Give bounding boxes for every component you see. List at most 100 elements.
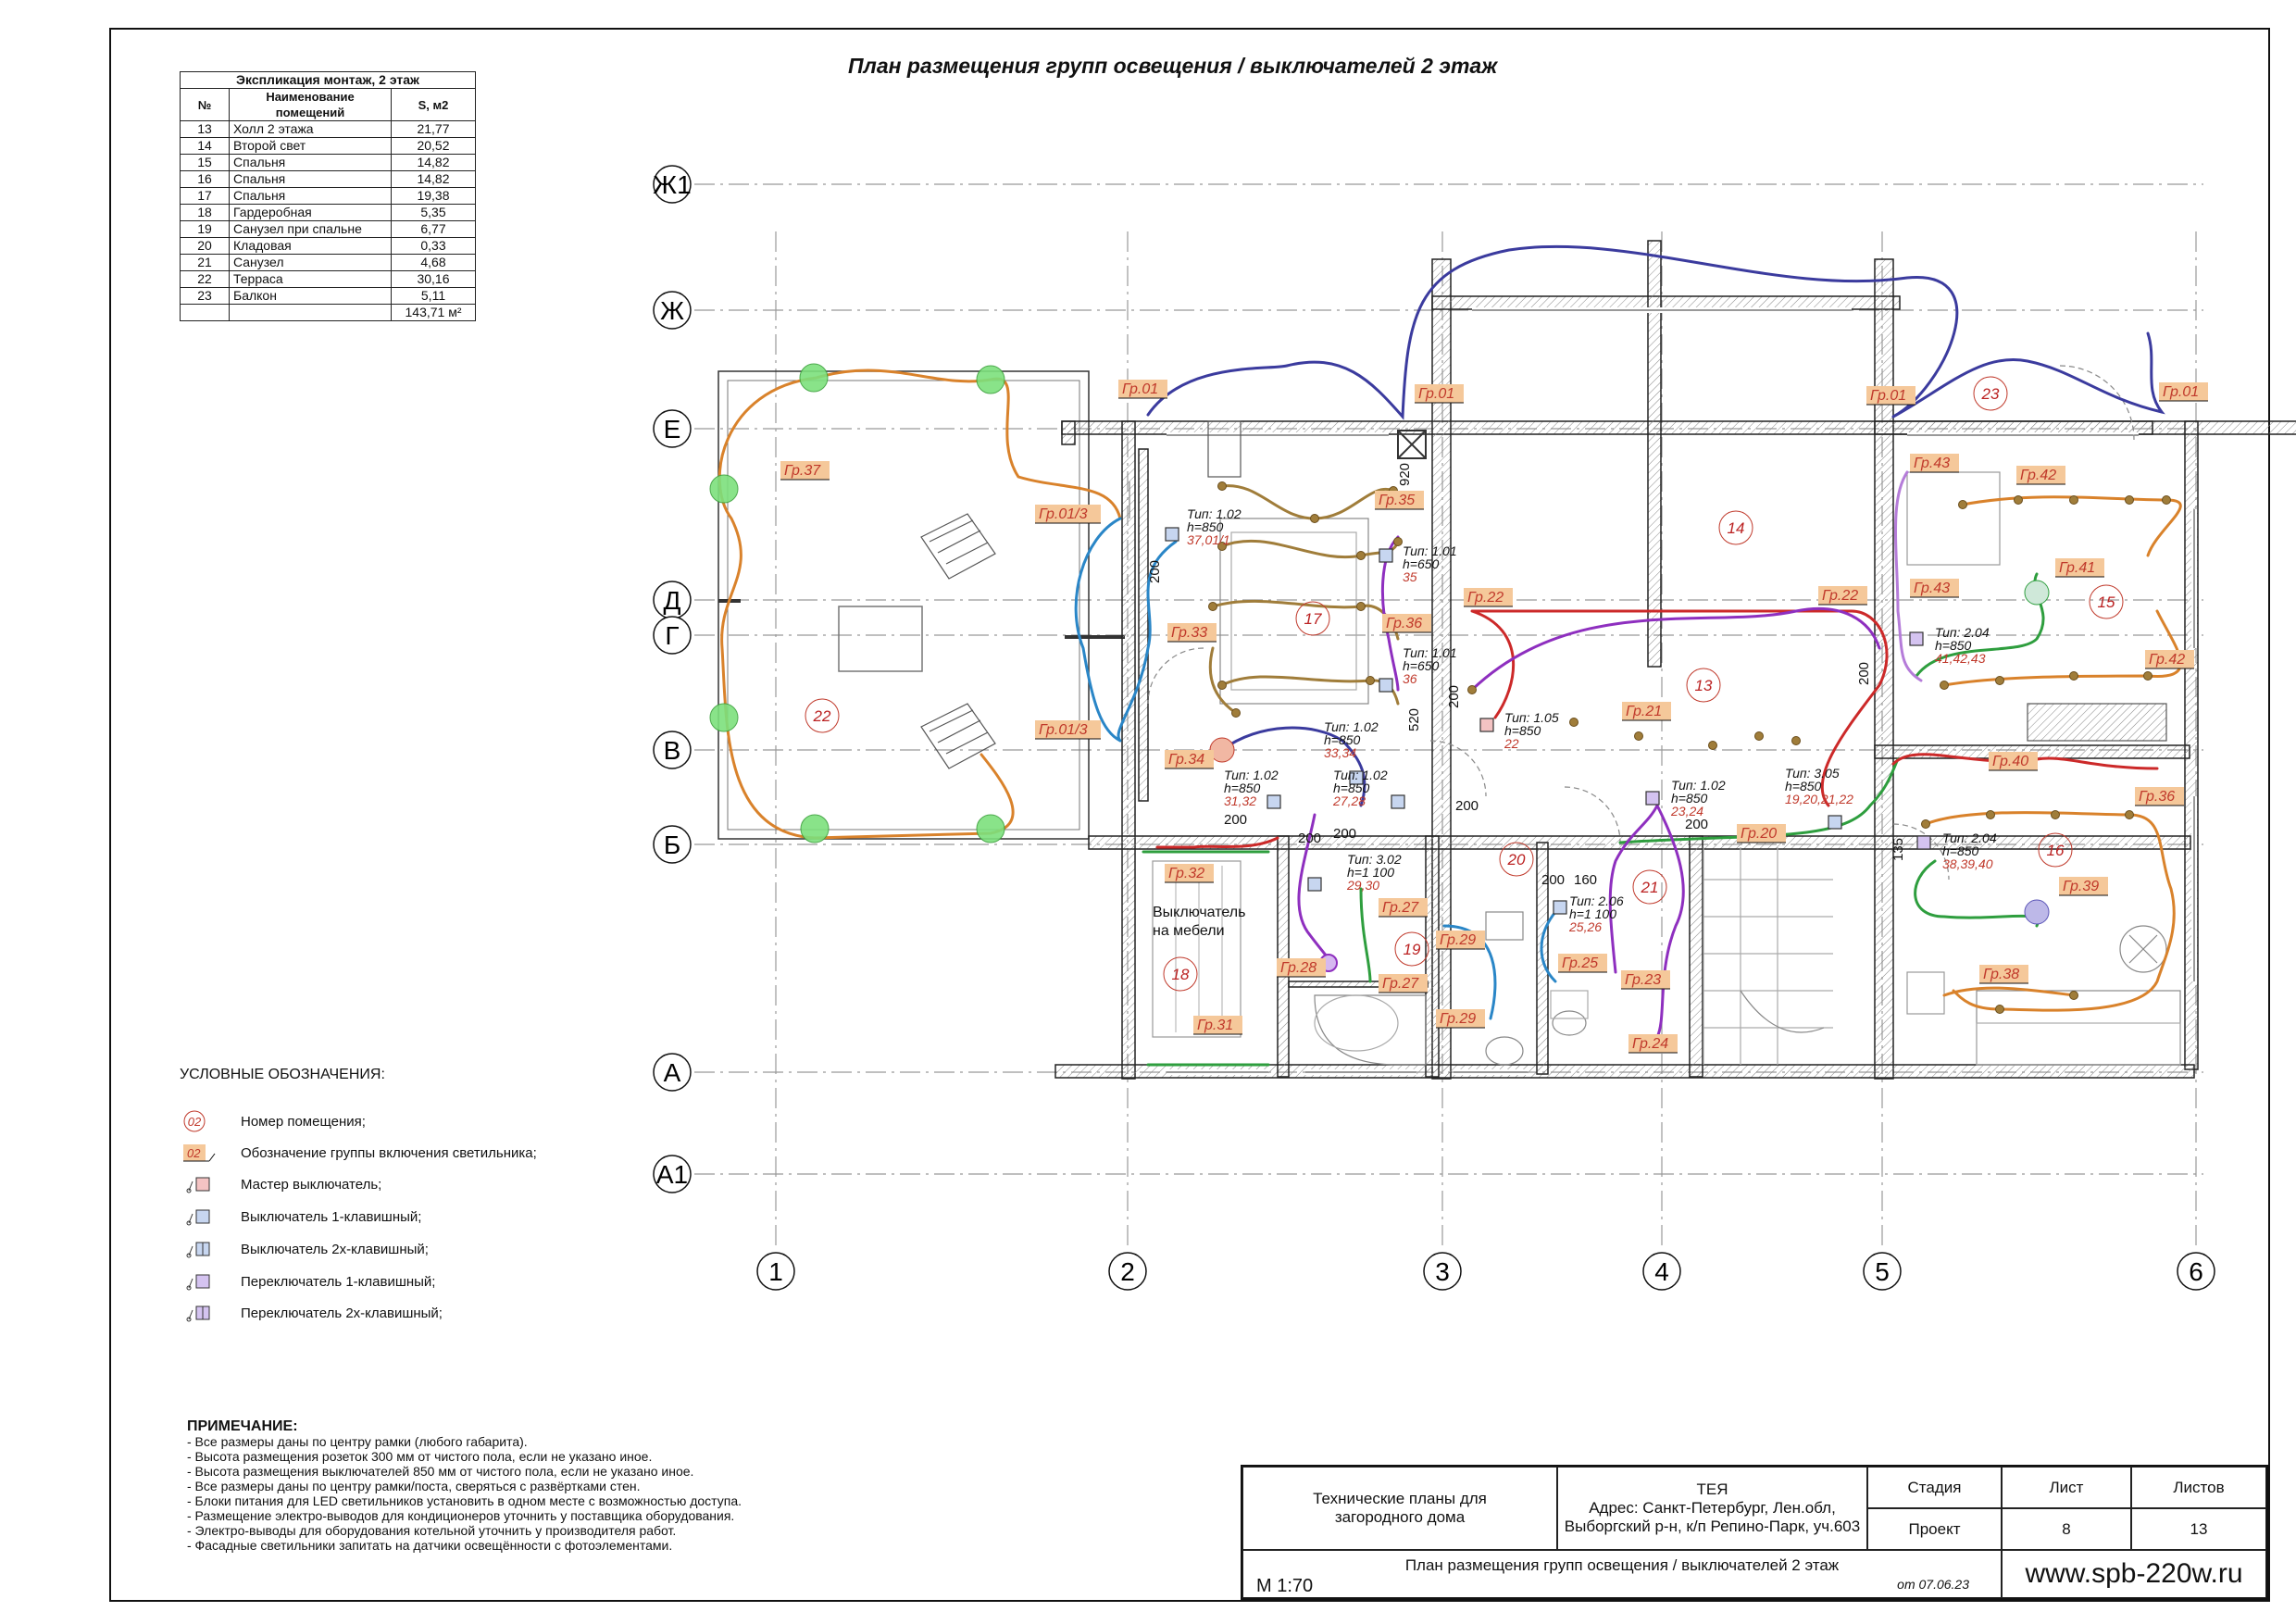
wire-gr38-40 <box>1924 811 2176 1012</box>
facade-light-icon <box>799 363 829 393</box>
lighting-group-label: Гр.28 <box>1280 960 1316 976</box>
light-point-icon <box>1708 741 1717 750</box>
switch-height: h=850 <box>1935 638 1972 653</box>
light-point-icon <box>2162 495 2171 505</box>
grid-label-col: 1 <box>768 1257 783 1286</box>
group-label-bg <box>1910 454 1959 472</box>
wall-segment <box>1061 420 1076 445</box>
switch-type: Тип: 1.02 <box>1671 778 1726 793</box>
explication-cell: Спальня <box>229 154 392 171</box>
tb-sheet-title: План размещения групп освещения / выключ… <box>1404 1556 1840 1574</box>
tb-stage-label: Стадия <box>1867 1467 2002 1508</box>
dimension-label: 200 <box>1685 817 1708 832</box>
tb-sheet-value: 8 <box>2002 1508 2131 1550</box>
lounge-chair-2 <box>920 703 996 769</box>
legend-symbol-icon <box>180 1301 235 1325</box>
wall-segment <box>1874 420 2153 435</box>
wire-gr21 <box>1470 606 1881 692</box>
lighting-group-label: Гр.42 <box>2149 652 2185 668</box>
changeover-1-key-legend: Переключатель 1-клавишный; <box>180 1269 435 1293</box>
grid-bubble-row <box>653 616 692 655</box>
lighting-group-label: Гр.43 <box>1914 581 1950 596</box>
switch-type: Тип: 2.04 <box>1942 831 1997 845</box>
light-point-icon <box>2051 810 2060 819</box>
group-label-bg <box>1989 752 2038 770</box>
legend-symbol-icon <box>180 1205 235 1229</box>
dimension-label: 160 <box>1574 872 1597 888</box>
grid-bubble-row <box>653 731 692 769</box>
tb-website: www.spb-220w.ru <box>2002 1550 2266 1598</box>
switch-icon <box>1349 770 1364 785</box>
room-number: 23 <box>1981 385 2000 403</box>
wire-gr31-32 <box>1155 836 1279 849</box>
light-point-icon <box>1995 1005 2004 1014</box>
legend-symbol-icon: 02 <box>180 1141 235 1165</box>
switch-height: h=1 100 <box>1569 906 1616 921</box>
switch-height: h=650 <box>1403 658 1440 673</box>
switch-groups: 29,30 <box>1346 878 1379 893</box>
light-point-icon <box>1634 731 1643 741</box>
explication-cell: 14,82 <box>391 170 476 188</box>
switch-groups: 19,20,21,22 <box>1785 792 1853 806</box>
light-point-icon <box>1986 810 1995 819</box>
group-label-bg <box>1277 958 1326 977</box>
switch-groups: 41,42,43 <box>1935 651 1986 666</box>
wire-gr01-left <box>1146 244 2165 420</box>
grid-label-row: Б <box>664 831 680 859</box>
legend-symbol-icon <box>180 1237 235 1261</box>
explication-cell: 17 <box>180 187 230 205</box>
lighting-group-label: Гр.38 <box>1983 967 2019 982</box>
explication-cell: 20 <box>180 237 230 255</box>
grid-label-row: А1 <box>656 1160 688 1189</box>
room-number: 22 <box>813 707 831 725</box>
light-point-icon <box>2125 495 2134 505</box>
explication-cell: Санузел при спальне <box>229 220 392 238</box>
light-point-icon <box>1467 685 1477 694</box>
explication-table: Экспликация монтаж, 2 этаж № Наименовани… <box>180 71 476 321</box>
lighting-group-label: Гр.39 <box>2063 879 2099 894</box>
grid-bubble-row <box>653 1155 692 1193</box>
explication-cell: 15 <box>180 154 230 171</box>
light-point-icon <box>1208 602 1217 611</box>
grid-label-row: Д <box>664 586 681 615</box>
legend-symbol-icon <box>180 1269 235 1293</box>
switch-groups: 33,34 <box>1324 745 1356 760</box>
lighting-group-label: Гр.25 <box>1562 956 1598 971</box>
switch-groups: 36 <box>1403 671 1417 686</box>
dimension-label: 200 <box>1333 826 1356 842</box>
wire-gr38-brown <box>1942 986 2076 997</box>
notes-title: ПРИМЕЧАНИЕ: <box>187 1418 298 1434</box>
room-number-circle <box>1499 842 1534 877</box>
grid-label-col: 5 <box>1875 1257 1890 1286</box>
wire-gr25 <box>1540 910 1557 983</box>
switch-icon <box>1479 718 1494 732</box>
explication-cell: 6,77 <box>391 220 476 238</box>
group-label-bg <box>1035 720 1101 739</box>
wire-gr37 <box>718 369 1122 840</box>
tb-project-name: ТЕЯ <box>1696 1480 1728 1498</box>
group-label-bg <box>1979 965 2028 983</box>
lighting-group-label: Гр.31 <box>1197 1018 1233 1033</box>
wire-gr20 <box>1618 757 1900 844</box>
grid-bubble-row <box>653 409 692 448</box>
page-title: План размещения групп освещения / выключ… <box>848 54 1498 78</box>
grid-bubble-row <box>653 1053 692 1092</box>
explication-total-row: 143,71 м² <box>180 304 476 321</box>
group-label-bg <box>1558 954 1607 972</box>
grid-label-row: Е <box>664 415 681 443</box>
room-number-circle <box>1163 956 1198 992</box>
grid-bubble-col <box>756 1252 795 1291</box>
tb-doc-type: Технические планы для загородного дома <box>1242 1467 1557 1550</box>
group-label-bg <box>1737 824 1786 843</box>
group-label-bg <box>1622 702 1671 720</box>
group-label-bg <box>1193 1016 1242 1034</box>
sheet-frame <box>109 28 2270 1602</box>
legend-text: Переключатель 1-клавишный; <box>241 1273 436 1290</box>
legend-text: Выключатель 2х-клавишный; <box>241 1241 429 1257</box>
dimension-label: 200 <box>1446 685 1462 708</box>
group-label-bg <box>1165 864 1214 882</box>
